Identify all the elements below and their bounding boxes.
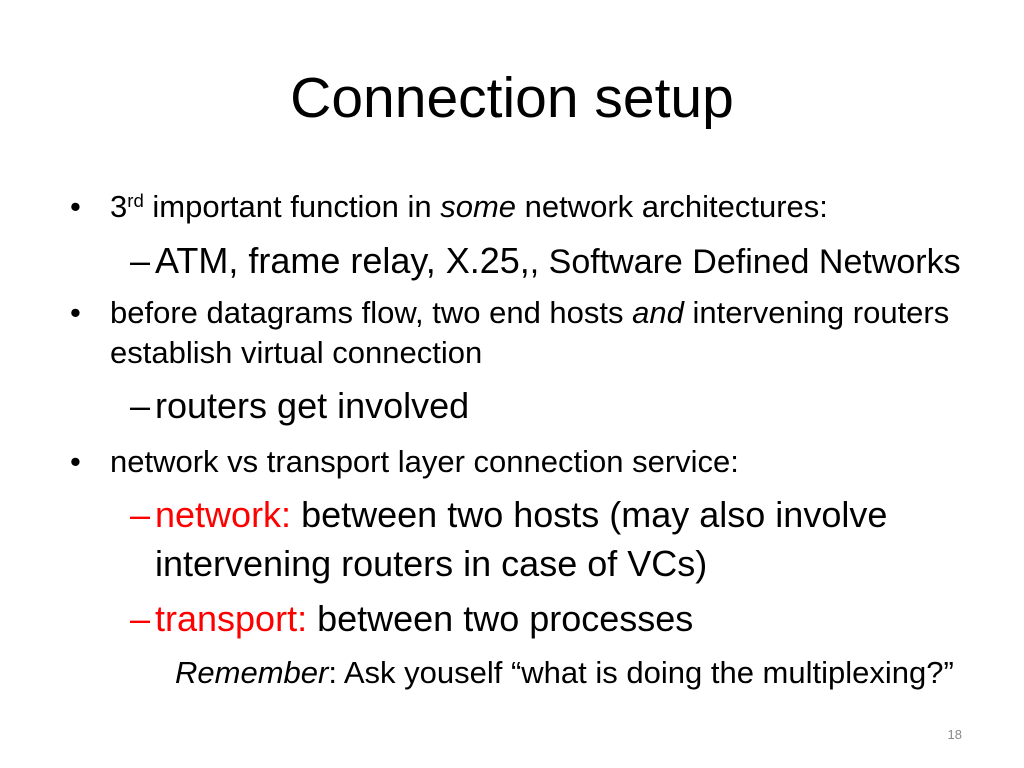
transport-label: transport: (155, 598, 308, 639)
added-text: , Software Defined Networks (529, 243, 961, 281)
bullet-text: before datagrams flow, two end hosts and… (110, 293, 990, 373)
ordinal-suffix: rd (127, 189, 144, 211)
bullet-marker: • (70, 444, 81, 479)
text-segment: intervening routers establish virtual co… (110, 295, 950, 370)
network-label: network: (155, 494, 292, 535)
text-segment: : Ask youself “what is doing the multipl… (328, 655, 954, 690)
sub-item-text: routers get involved (155, 385, 470, 426)
emphasized-word: Remember (175, 655, 329, 690)
bullet-text: network vs transport layer connection se… (110, 444, 739, 479)
bullet-text: 3rd important function in some network a… (110, 187, 990, 227)
bullet-marker: • (70, 189, 81, 224)
page-number: 18 (947, 727, 962, 742)
emphasized-word: some (440, 189, 517, 224)
text-segment: network architectures: (524, 189, 828, 224)
dash-marker: – (130, 598, 151, 639)
sub-item-text: network: between two hosts (may also inv… (155, 490, 990, 588)
text-segment: between two hosts (may also involve inte… (155, 494, 888, 584)
sub-item-text: ATM, frame relay, X.25,, Software Define… (155, 237, 990, 286)
text-segment: before datagrams flow, two end hosts (110, 295, 624, 330)
dash-marker: – (130, 494, 151, 535)
emphasized-word: and (632, 295, 684, 330)
text-segment: important function in (152, 189, 432, 224)
slide-title: Connection setup (290, 66, 734, 130)
ordinal-number: 3 (110, 189, 128, 224)
text-segment: between two processes (317, 598, 694, 639)
dash-marker: – (130, 385, 151, 426)
text-segment: ATM, frame relay, X.25, (155, 240, 530, 281)
note-text: Remember: Ask youself “what is doing the… (175, 653, 990, 693)
sub-item-text: transport: between two processes (155, 595, 990, 643)
bullet-marker: • (70, 295, 81, 330)
dash-marker: – (130, 240, 151, 281)
